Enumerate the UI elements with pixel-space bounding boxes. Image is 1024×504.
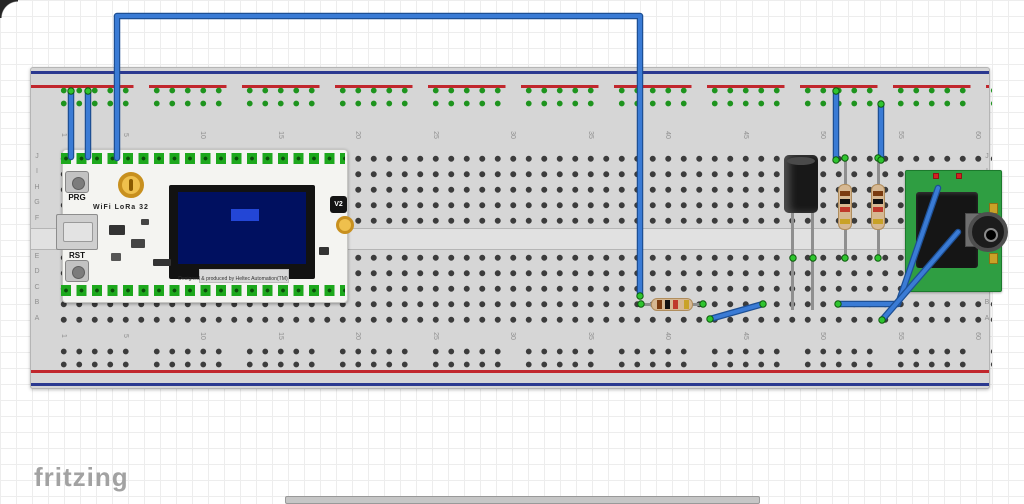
col-label: 20: [354, 131, 361, 139]
col-label: 50: [819, 332, 826, 340]
smd-component: [153, 259, 171, 266]
bottom-rail-holes: [56, 345, 992, 371]
window-corner: [0, 0, 18, 18]
col-label: 60: [974, 131, 981, 139]
row-label: B: [984, 299, 990, 306]
col-label: 25: [432, 332, 439, 340]
row-label: J: [35, 153, 39, 160]
module-top-pads: [61, 153, 345, 164]
col-label: 1: [60, 334, 67, 338]
row-label: E: [34, 253, 40, 260]
electrolytic-capacitor[interactable]: [784, 155, 818, 310]
audio-jack-breakout[interactable]: [905, 170, 1008, 292]
row-label: F: [34, 215, 40, 222]
col-label: 20: [354, 332, 361, 340]
row-label: J: [985, 153, 989, 160]
col-label: 1: [60, 133, 67, 137]
col-label: 25: [432, 131, 439, 139]
row-label: G: [34, 199, 40, 206]
row-label: H: [34, 184, 40, 191]
smd-component: [111, 253, 121, 261]
rst-button[interactable]: [65, 260, 89, 282]
smd-component: [131, 239, 145, 248]
horizontal-scrollbar[interactable]: [285, 496, 760, 504]
resistor-vertical-2[interactable]: [871, 155, 885, 260]
col-label: 30: [509, 131, 516, 139]
resistor-horizontal[interactable]: [640, 297, 706, 313]
smd-component: [141, 219, 149, 225]
row-label: I: [36, 168, 38, 175]
heltec-wifi-lora32-module[interactable]: PRG RST WiFi LoRa 32 V2 Designed & produ…: [56, 149, 354, 303]
top-rail-holes: [56, 84, 992, 110]
oled-screen: [178, 192, 306, 264]
bottom-rail-blue-line: [31, 383, 989, 386]
smd-component: [109, 225, 125, 235]
col-label: 50: [819, 131, 826, 139]
col-label: 55: [897, 332, 904, 340]
rst-label: RST: [69, 251, 85, 260]
prg-button[interactable]: [65, 171, 89, 193]
module-footer-text: Designed & produced by Heltec Automation…: [178, 276, 288, 282]
bottom-rail-red-line: [31, 370, 989, 373]
col-label: 40: [664, 131, 671, 139]
col-label: 10: [199, 131, 206, 139]
col-label: 60: [974, 332, 981, 340]
module-title: WiFi LoRa 32: [93, 204, 149, 211]
jack-red-pad: [933, 173, 939, 179]
row-label: C: [34, 284, 40, 291]
row-label: A: [984, 315, 990, 322]
micro-usb-connector: [56, 214, 98, 250]
version-badge: V2: [330, 196, 347, 213]
row-label: D: [34, 268, 40, 275]
col-label: 40: [664, 332, 671, 340]
capacitor-top: [787, 157, 815, 165]
col-label: 5: [122, 334, 129, 338]
col-label: 15: [277, 332, 284, 340]
col-label: 55: [897, 131, 904, 139]
jack-red-pad: [956, 173, 962, 179]
module-bottom-pads: [61, 285, 345, 296]
jack-gold-pad: [989, 253, 998, 264]
jack-barrel-icon: [968, 212, 1008, 252]
fritzing-logo: fritzing: [34, 462, 129, 492]
smd-component: [319, 247, 329, 255]
prg-label: PRG: [68, 193, 86, 202]
col-label: 30: [509, 332, 516, 340]
col-label: 45: [742, 332, 749, 340]
col-label: 35: [587, 332, 594, 340]
col-label: 5: [122, 133, 129, 137]
oled-content-block: [231, 209, 259, 221]
row-label: B: [34, 299, 40, 306]
buzzer-connector-icon: [118, 172, 144, 198]
antenna-connector-icon: [336, 216, 354, 234]
col-label: 45: [742, 131, 749, 139]
top-rail-blue-line: [31, 71, 989, 74]
col-label: 35: [587, 131, 594, 139]
resistor-vertical-1[interactable]: [838, 155, 852, 260]
row-label: A: [34, 315, 40, 322]
col-label: 10: [199, 332, 206, 340]
oled-display: [169, 185, 315, 279]
col-label: 15: [277, 131, 284, 139]
